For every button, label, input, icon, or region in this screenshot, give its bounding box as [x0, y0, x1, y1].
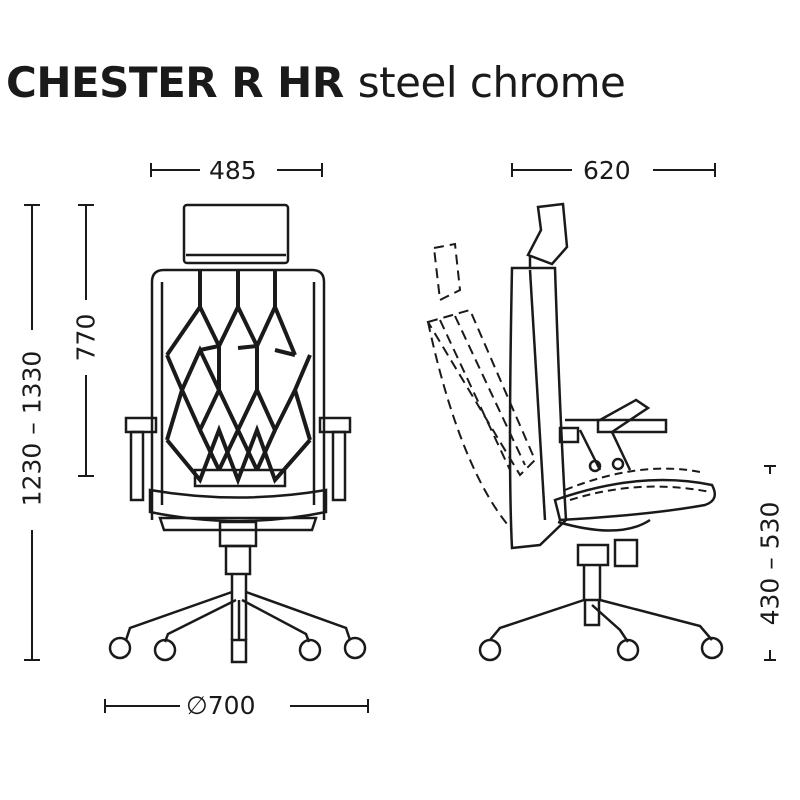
front-headrest — [182, 203, 290, 265]
seat-height-label: 430 – 530 — [755, 501, 785, 626]
back-height-label: 770 — [71, 313, 101, 362]
front-backrest — [150, 268, 326, 520]
side-seat — [553, 478, 717, 522]
product-title: CHESTER R HR steel chrome — [6, 62, 626, 104]
dimension-lines — [24, 163, 776, 713]
product-finish: steel chrome — [357, 58, 626, 107]
front-view-chair — [108, 203, 367, 664]
side-backrest — [508, 266, 568, 550]
product-model: CHESTER R HR — [6, 58, 344, 107]
side-depth-label: 620 — [583, 156, 631, 185]
side-view-chair — [426, 202, 724, 662]
front-width-label: 485 — [209, 156, 257, 185]
side-headrest — [526, 202, 569, 266]
total-height-label: 1230 – 1330 — [17, 350, 47, 507]
front-seat — [148, 488, 328, 523]
base-diameter-label: ∅700 — [186, 691, 256, 720]
